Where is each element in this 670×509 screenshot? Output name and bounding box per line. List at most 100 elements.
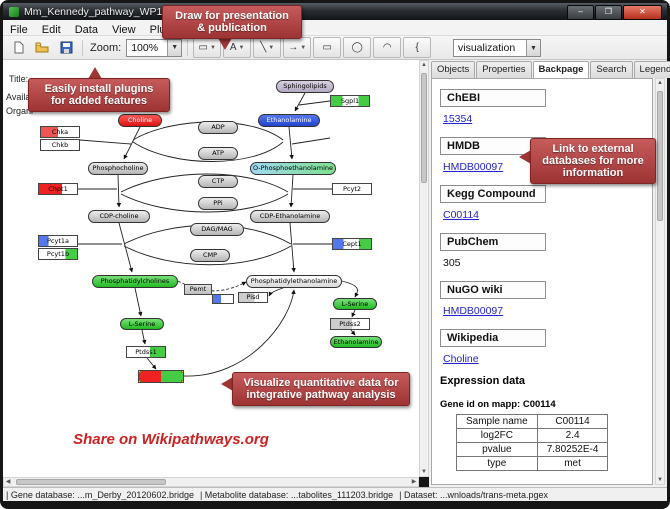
backpage-section-header: Wikipedia bbox=[440, 329, 546, 347]
chevron-down-icon[interactable]: ▼ bbox=[167, 39, 182, 56]
close-button[interactable]: ✕ bbox=[623, 5, 662, 20]
scrollbar-thumb[interactable] bbox=[421, 73, 427, 183]
pathway-node[interactable] bbox=[212, 294, 234, 304]
backpage-link[interactable]: Choline bbox=[443, 353, 479, 365]
pathway-node[interactable]: ATP bbox=[198, 147, 238, 160]
scrollbar-thumb[interactable] bbox=[657, 91, 663, 221]
status-bar: | Gene database: ...m_Derby_20120602.bri… bbox=[3, 487, 667, 501]
selected-pathway-node[interactable] bbox=[138, 370, 184, 383]
tab-properties[interactable]: Properties bbox=[476, 61, 532, 78]
chevron-down-icon: ▼ bbox=[268, 44, 275, 51]
backpage-link[interactable]: HMDB00097 bbox=[443, 161, 504, 173]
pathway-node[interactable]: Phosphatidylethanolamine bbox=[246, 275, 342, 288]
pathway-node[interactable]: CDP-choline bbox=[88, 210, 150, 223]
pathway-node[interactable]: L-Serine bbox=[333, 298, 377, 310]
callout-pointer bbox=[88, 67, 102, 79]
sidebar-vertical-scrollbar[interactable]: ▲ ▼ bbox=[655, 78, 665, 485]
toolbar: Zoom: 100% ▼ ▭▼A▼╲▼→▼▭◯◠{ visualization … bbox=[3, 36, 667, 60]
pathway-node[interactable]: Pcyt1b bbox=[38, 248, 78, 260]
selection-handle[interactable] bbox=[139, 380, 141, 382]
maximize-button[interactable]: ❐ bbox=[595, 5, 622, 20]
menu-edit[interactable]: Edit bbox=[41, 24, 61, 36]
pathway-node[interactable]: Phosphatidylcholines bbox=[92, 275, 178, 288]
zoom-combobox[interactable]: 100% ▼ bbox=[126, 38, 183, 57]
menu-data[interactable]: Data bbox=[74, 24, 98, 36]
tab-legend[interactable]: Legend bbox=[633, 61, 670, 78]
app-icon bbox=[9, 6, 19, 17]
canvas-vertical-scrollbar[interactable]: ▲ ▼ bbox=[419, 60, 429, 477]
menu-file[interactable]: File bbox=[10, 24, 28, 36]
tab-objects[interactable]: Objects bbox=[431, 61, 476, 78]
backpage-section-header: PubChem bbox=[440, 233, 546, 251]
chevron-down-icon[interactable]: ▼ bbox=[526, 40, 540, 56]
pathway-node[interactable]: Chkb bbox=[40, 139, 80, 151]
pathway-node[interactable]: Chpt1 bbox=[38, 183, 78, 195]
pathway-node[interactable]: Ethanolamine bbox=[258, 114, 320, 127]
scroll-up-icon[interactable]: ▲ bbox=[657, 80, 663, 86]
scroll-up-icon[interactable]: ▲ bbox=[421, 62, 427, 68]
scroll-left-icon[interactable]: ◀ bbox=[5, 479, 11, 485]
backpage-link[interactable]: 15354 bbox=[443, 113, 473, 125]
selection-handle[interactable] bbox=[181, 380, 183, 382]
scroll-right-icon[interactable]: ▶ bbox=[411, 479, 417, 485]
backpage-link[interactable]: C00114 bbox=[443, 209, 480, 221]
pathway-node[interactable]: Pcyt2 bbox=[332, 183, 372, 195]
open-file-button[interactable] bbox=[31, 37, 53, 58]
pathway-node[interactable]: O-Phosphoethanolamine bbox=[250, 162, 336, 175]
scroll-down-icon[interactable]: ▼ bbox=[421, 469, 427, 475]
pathway-node[interactable]: Ptdss1 bbox=[126, 346, 166, 358]
line-tool-icon: ╲ bbox=[260, 42, 267, 53]
pathway-node[interactable]: Cept1 bbox=[332, 238, 372, 250]
oval-tool[interactable]: ◯ bbox=[343, 37, 372, 58]
pathway-node[interactable]: Pcyt1a bbox=[38, 235, 78, 247]
pathway-node[interactable]: Phosphocholine bbox=[88, 162, 148, 175]
scrollbar-thumb[interactable] bbox=[16, 479, 166, 485]
table-cell: log2FC bbox=[456, 428, 538, 443]
backpage-link[interactable]: HMDB00097 bbox=[443, 305, 504, 317]
brace-tool[interactable]: { bbox=[403, 37, 432, 58]
pathway-node[interactable]: L-Serine bbox=[120, 318, 164, 330]
minimize-button[interactable]: – bbox=[567, 5, 594, 20]
pathway-node[interactable]: Ptdss2 bbox=[330, 318, 370, 330]
pathway-node[interactable]: DAG/MAG bbox=[190, 223, 244, 236]
toolbar-separator bbox=[82, 39, 83, 56]
pathway-node[interactable]: CDP-Ethanolamine bbox=[250, 210, 330, 223]
pathway-node[interactable]: ADP bbox=[198, 121, 238, 134]
pathway-node[interactable]: Pisd bbox=[238, 292, 268, 303]
datanode-tool[interactable]: ▭▼ bbox=[193, 37, 222, 58]
save-file-button[interactable] bbox=[55, 37, 77, 58]
visualization-value: visualization bbox=[458, 42, 516, 54]
selection-handle[interactable] bbox=[139, 371, 141, 373]
pathway-node[interactable]: Chka bbox=[40, 126, 80, 138]
pathway-node[interactable]: Pemt bbox=[184, 284, 212, 295]
canvas-horizontal-scrollbar[interactable]: ◀ ▶ bbox=[3, 477, 419, 487]
new-file-button[interactable] bbox=[7, 37, 29, 58]
tab-backpage[interactable]: Backpage bbox=[532, 61, 590, 78]
pathway-node[interactable]: PPi bbox=[198, 197, 238, 210]
pathway-canvas[interactable]: Title: Availa Organi bbox=[3, 60, 419, 477]
datanode-tool-icon: ▭ bbox=[198, 42, 208, 53]
arc-tool[interactable]: ◠ bbox=[373, 37, 402, 58]
scroll-down-icon[interactable]: ▼ bbox=[657, 477, 663, 483]
pathway-node[interactable]: CMP bbox=[190, 249, 230, 262]
pathway-node[interactable]: Sgpl1 bbox=[330, 95, 370, 107]
callout-visualize: Visualize quantitative data for integrat… bbox=[232, 372, 410, 406]
tab-search[interactable]: Search bbox=[590, 61, 633, 78]
arc-tool-icon: ◠ bbox=[382, 42, 392, 53]
pathway-node[interactable]: Choline bbox=[118, 114, 162, 127]
pathway-node[interactable]: CTP bbox=[198, 175, 238, 188]
pathway-node[interactable]: Sphingolipids bbox=[276, 80, 334, 93]
arrow-tool[interactable]: →▼ bbox=[283, 37, 312, 58]
pathway-node[interactable]: Ethanolamine bbox=[330, 336, 382, 348]
visualization-combobox[interactable]: visualization ▼ bbox=[453, 39, 541, 57]
menu-view[interactable]: View bbox=[111, 24, 136, 36]
rect-tool[interactable]: ▭ bbox=[313, 37, 342, 58]
selection-handle[interactable] bbox=[181, 371, 183, 373]
line-tool[interactable]: ╲▼ bbox=[253, 37, 282, 58]
backpage-section-header: Kegg Compound bbox=[440, 185, 546, 203]
